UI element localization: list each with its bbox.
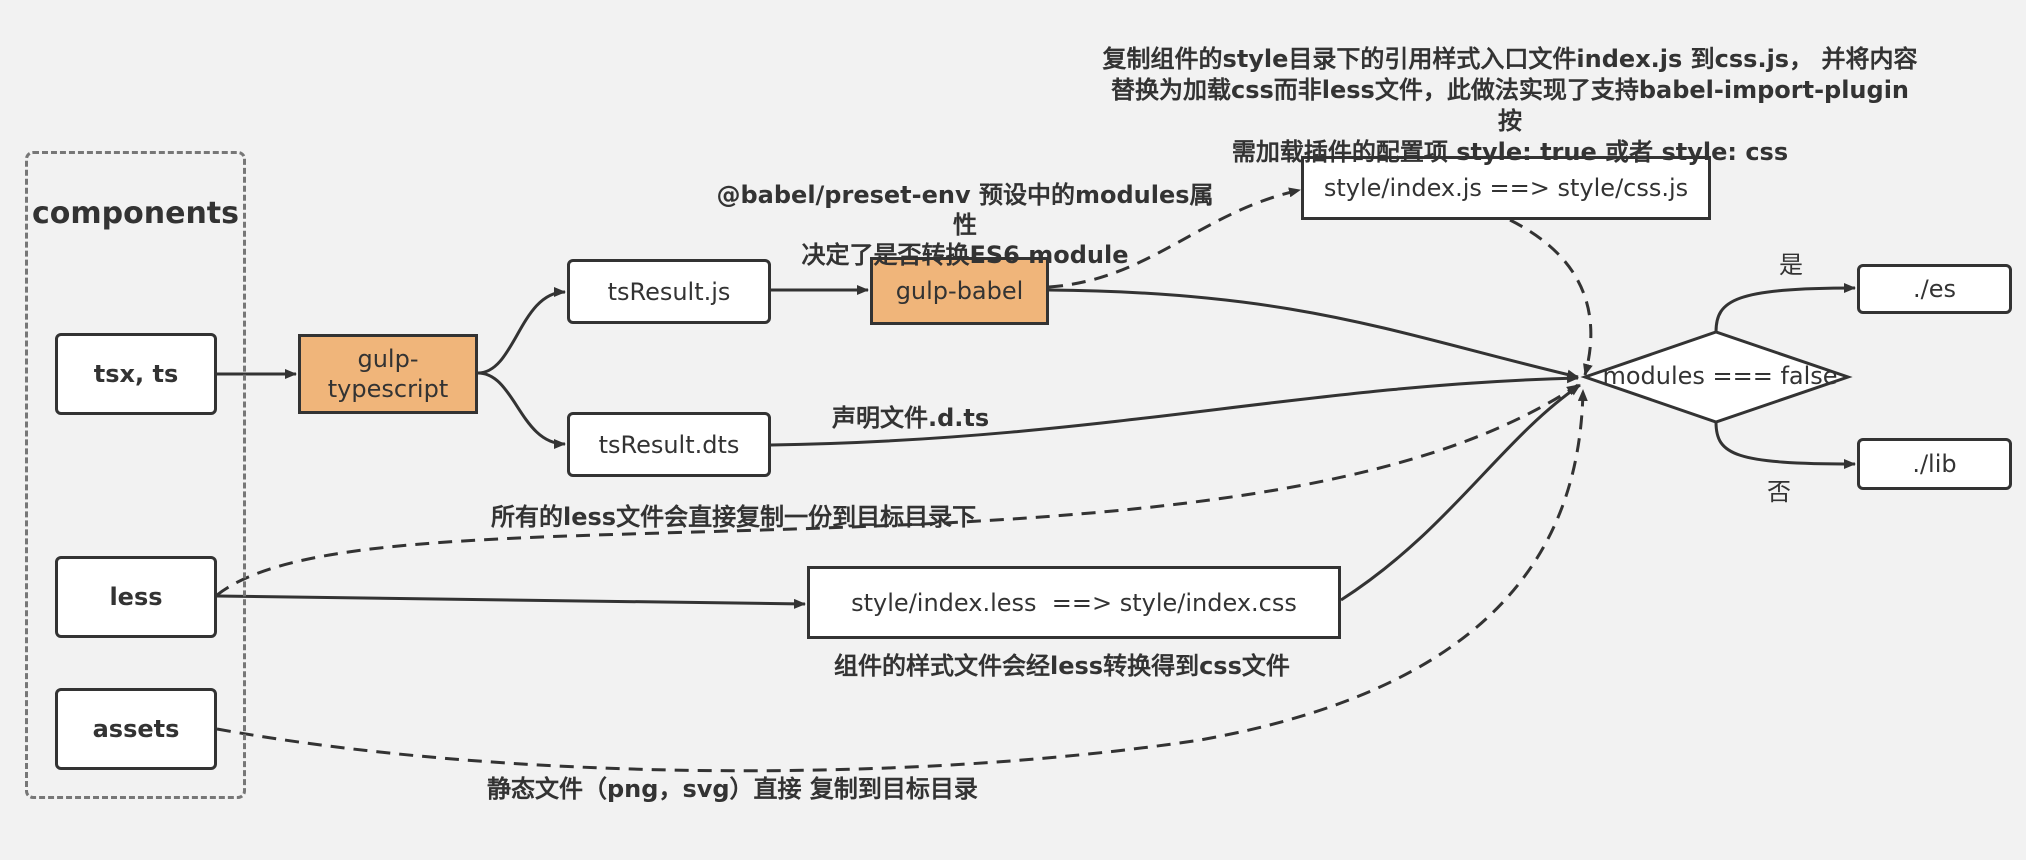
edge-babel-to-decision bbox=[1048, 288, 1579, 380]
ts-result-js-node: tsResult.js bbox=[567, 259, 771, 324]
note-babel-env: @babel/preset-env 预设中的modules属性 决定了是否转换E… bbox=[716, 181, 1214, 269]
source-assets: assets bbox=[55, 688, 217, 770]
edge-typescript-to-js bbox=[477, 287, 566, 375]
edge-dts-to-decision bbox=[770, 373, 1579, 447]
edge-less-copy-to-decision bbox=[216, 383, 1579, 597]
less-to-css-node: style/index.less ==> style/index.css bbox=[807, 566, 1341, 639]
edge-decision-to-es bbox=[1714, 283, 1856, 333]
branch-no-label: 否 bbox=[1767, 478, 1791, 506]
output-es-node: ./es bbox=[1857, 264, 2012, 314]
gulp-babel-node: gulp-babel bbox=[870, 257, 1049, 325]
source-less: less bbox=[55, 556, 217, 638]
edge-cssjs-to-decision bbox=[1509, 218, 1593, 376]
note-css-js: 复制组件的style目录下的引用样式入口文件index.js 到css.js， … bbox=[1102, 45, 1918, 166]
note-less-transform: 组件的样式文件会经less转换得到css文件 bbox=[834, 652, 1290, 680]
edge-babel-to-cssjs bbox=[1048, 187, 1301, 289]
gulp-typescript-node: gulp- typescript bbox=[298, 334, 478, 414]
components-group bbox=[25, 151, 246, 799]
note-assets-copy: 静态文件（png，svg）直接 复制到目标目录 bbox=[487, 775, 978, 803]
ts-result-dts-node: tsResult.dts bbox=[567, 412, 771, 477]
edge-typescript-to-dts bbox=[477, 371, 566, 449]
components-title: components bbox=[32, 196, 239, 231]
source-tsx: tsx, ts bbox=[55, 333, 217, 415]
decision-diamond bbox=[1580, 330, 1853, 424]
style-css-js-node: style/index.js ==> style/css.js bbox=[1301, 156, 1711, 220]
edge-transform-to-decision bbox=[1340, 383, 1581, 602]
output-lib-node: ./lib bbox=[1857, 438, 2012, 490]
note-declaration: 声明文件.d.ts bbox=[832, 404, 990, 432]
edge-less-to-transform bbox=[216, 594, 806, 609]
branch-yes-label: 是 bbox=[1779, 251, 1803, 279]
edge-decision-to-lib bbox=[1714, 421, 1856, 469]
decision-label: modules === false bbox=[1602, 362, 1838, 390]
note-less-copy: 所有的less文件会直接复制一份到目标目录下 bbox=[491, 503, 977, 531]
